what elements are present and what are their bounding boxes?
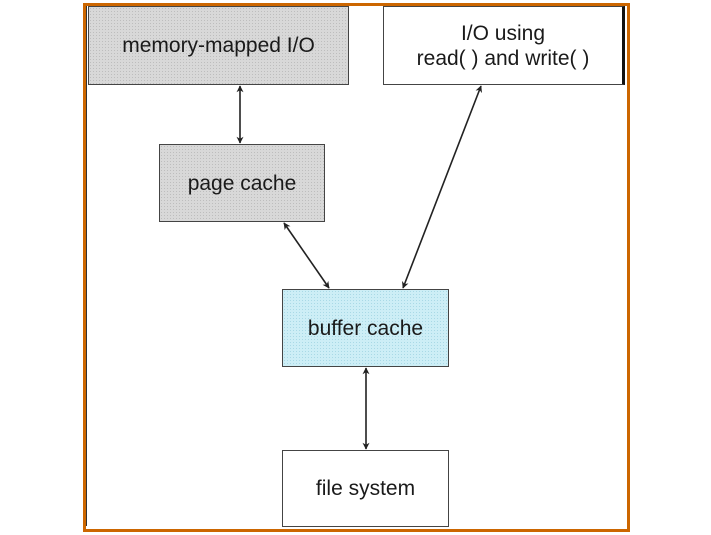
diagram-frame [83, 3, 630, 532]
page-cache-box: page cache [159, 144, 325, 222]
frame-inner-line [86, 6, 87, 526]
file-system-box: file system [282, 450, 449, 527]
memory-mapped-io-label: memory-mapped I/O [122, 34, 315, 57]
file-system-label: file system [315, 477, 416, 500]
buffer-cache-box: buffer cache [282, 289, 449, 367]
arrow-page-cache-buffer-cache [283, 222, 330, 289]
page-cache-label: page cache [187, 171, 297, 195]
arrow-io-rw-buffer-cache [402, 85, 482, 289]
buffer-cache-label: buffer cache [307, 316, 424, 340]
io-read-write-label-line2: read( ) and write( ) [416, 46, 590, 70]
memory-mapped-io-box: memory-mapped I/O [88, 6, 349, 85]
io-read-write-label-line1: I/O using [460, 21, 546, 45]
io-read-write-box: I/O using read( ) and write( ) [383, 6, 625, 85]
